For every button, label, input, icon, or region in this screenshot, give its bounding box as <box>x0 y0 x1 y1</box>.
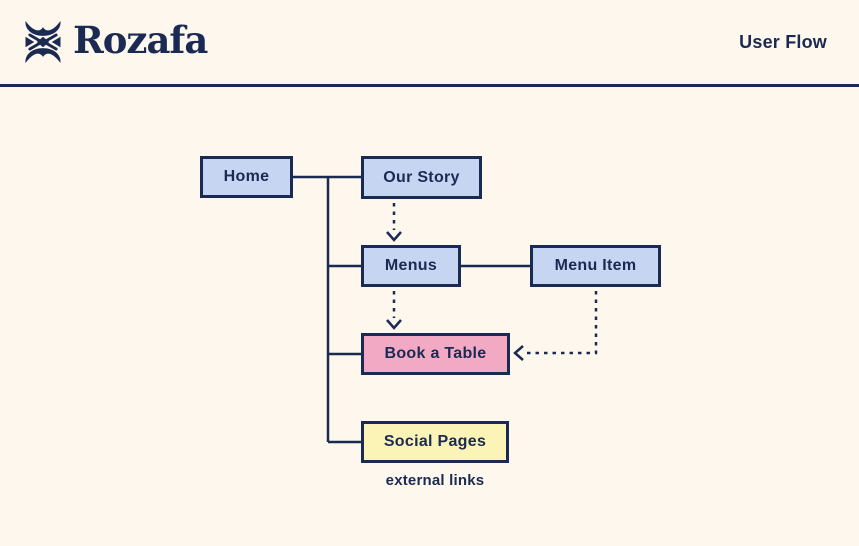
arrowhead-down-icon <box>386 231 402 242</box>
arrowhead-down-icon <box>386 319 402 330</box>
brand-name: Rozafa <box>73 17 208 62</box>
connector-menu-item-book-a-table-dashed <box>513 291 598 361</box>
node-book-a-table-label: Book a Table <box>384 345 487 362</box>
node-home: Home <box>200 156 293 198</box>
node-our-story-label: Our Story <box>383 168 460 186</box>
node-menus-label: Menus <box>384 257 438 274</box>
rozafa-knot-icon <box>25 21 61 63</box>
brand-logo: Rozafa <box>22 17 208 65</box>
connector-our-story-menus-dashed <box>386 203 402 242</box>
node-social-pages: Social Pages <box>361 421 509 463</box>
caption-external-links: external links <box>385 472 485 489</box>
node-book-a-table: Book a Table <box>361 333 510 375</box>
node-menus: Menus <box>361 245 461 287</box>
node-home-label: Home <box>223 168 270 185</box>
node-social-pages-label: Social Pages <box>383 433 487 450</box>
header: Rozafa User Flow <box>0 0 859 87</box>
connector-menus-book-a-table-dashed <box>386 291 402 330</box>
node-our-story: Our Story <box>361 156 482 199</box>
arrowhead-left-icon <box>513 345 524 361</box>
node-menu-item: Menu Item <box>530 245 661 287</box>
node-menu-item-label: Menu Item <box>554 257 637 274</box>
page-title: User Flow <box>739 31 827 52</box>
